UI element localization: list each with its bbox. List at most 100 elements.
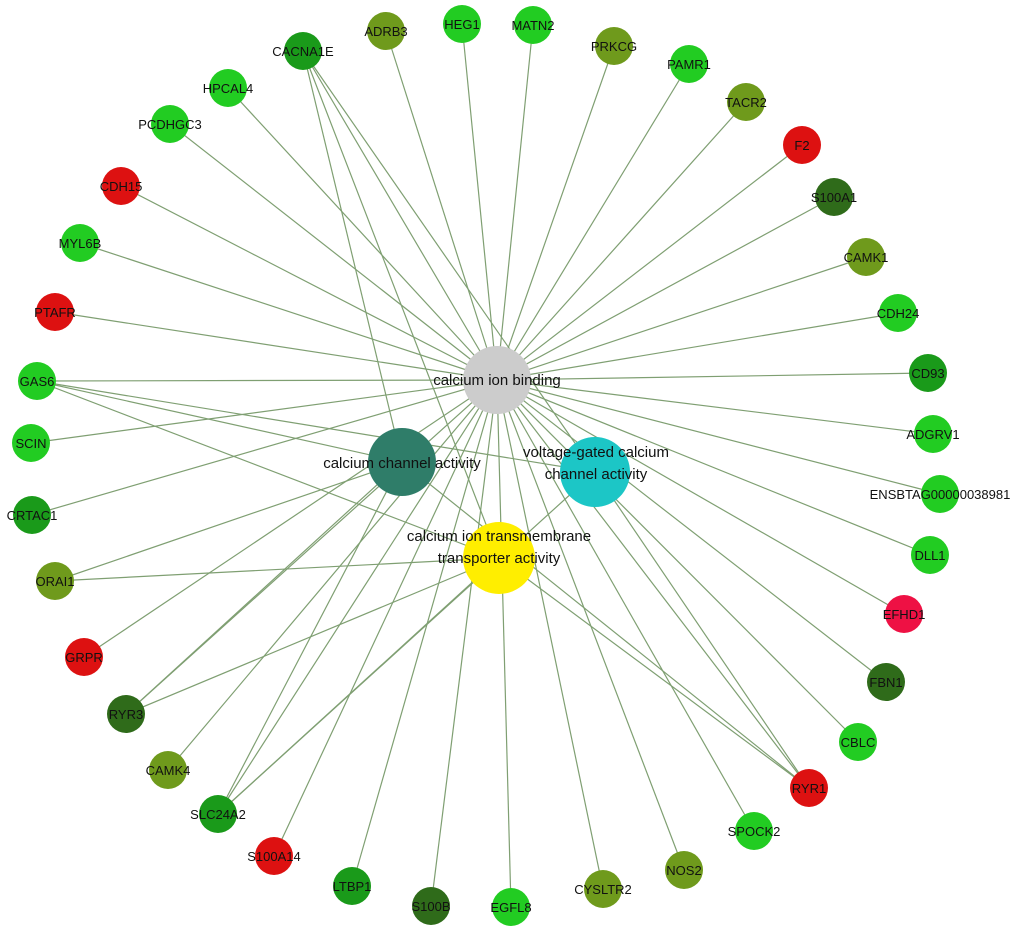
gene-node-hpcal4[interactable]: HPCAL4 bbox=[203, 69, 254, 107]
edge-camk1-binding bbox=[496, 256, 867, 381]
gene-circle bbox=[727, 83, 765, 121]
gene-node-nos2[interactable]: NOS2 bbox=[665, 851, 703, 889]
gene-label: SPOCK2 bbox=[728, 824, 781, 839]
gene-circle bbox=[65, 638, 103, 676]
hub-node-channel[interactable] bbox=[368, 428, 436, 496]
gene-circle bbox=[867, 663, 905, 701]
gene-label: CAMK4 bbox=[146, 763, 191, 778]
hub-node-transporter[interactable] bbox=[463, 522, 535, 594]
gene-node-s100a1[interactable]: S100A1 bbox=[811, 178, 857, 216]
gene-node-ryr3[interactable]: RYR3 bbox=[107, 695, 145, 733]
edge-s100a1-binding bbox=[496, 196, 835, 381]
gene-node-scin[interactable]: SCIN bbox=[12, 424, 50, 462]
gene-label: MYL6B bbox=[59, 236, 102, 251]
edge-ryr3-transporter bbox=[125, 557, 500, 715]
gene-label: S100A14 bbox=[247, 849, 301, 864]
gene-node-egfl8[interactable]: EGFL8 bbox=[490, 888, 532, 926]
gene-label: S100B bbox=[411, 899, 450, 914]
hub-label-line: voltage-gated calcium bbox=[523, 444, 669, 461]
gene-label: LTBP1 bbox=[333, 879, 372, 894]
hub-label-binding: calcium ion binding bbox=[433, 372, 561, 389]
gene-node-s100a14[interactable]: S100A14 bbox=[247, 837, 301, 875]
gene-node-adrb3[interactable]: ADRB3 bbox=[364, 12, 408, 50]
gene-circle bbox=[209, 69, 247, 107]
gene-node-gas6[interactable]: GAS6 bbox=[18, 362, 56, 400]
edge-cacna1e-vgated bbox=[302, 50, 596, 473]
gene-node-ensbtag00000038981[interactable]: ENSBTAG00000038981 bbox=[870, 475, 1011, 513]
hub-label-line: calcium ion binding bbox=[433, 372, 561, 389]
gene-node-pamr1[interactable]: PAMR1 bbox=[667, 45, 711, 83]
gene-node-efhd1[interactable]: EFHD1 bbox=[883, 595, 926, 633]
hub-node-binding[interactable] bbox=[463, 346, 531, 414]
gene-node-fbn1[interactable]: FBN1 bbox=[867, 663, 905, 701]
gene-circle bbox=[107, 695, 145, 733]
gene-label: GAS6 bbox=[20, 374, 55, 389]
gene-label: EFHD1 bbox=[883, 607, 926, 622]
gene-node-pcdhgc3[interactable]: PCDHGC3 bbox=[138, 105, 202, 143]
gene-node-myl6b[interactable]: MYL6B bbox=[59, 224, 102, 262]
gene-label: NOS2 bbox=[666, 863, 701, 878]
gene-label: PTAFR bbox=[34, 305, 76, 320]
edge-cblc-binding bbox=[496, 379, 859, 743]
gene-circle bbox=[911, 536, 949, 574]
hub-label-line: channel activity bbox=[545, 466, 648, 483]
edge-egfl8-binding bbox=[496, 379, 512, 908]
gene-circle bbox=[12, 424, 50, 462]
gene-node-prkcg[interactable]: PRKCG bbox=[591, 27, 637, 65]
gene-node-cblc[interactable]: CBLC bbox=[839, 723, 877, 761]
gene-circle bbox=[36, 293, 74, 331]
gene-label: S100A1 bbox=[811, 190, 857, 205]
edge-scin-binding bbox=[30, 379, 498, 444]
gene-label: CRTAC1 bbox=[7, 508, 58, 523]
gene-node-cdh24[interactable]: CDH24 bbox=[877, 294, 920, 332]
gene-node-tacr2[interactable]: TACR2 bbox=[725, 83, 767, 121]
gene-node-camk4[interactable]: CAMK4 bbox=[146, 751, 191, 789]
gene-node-ryr1[interactable]: RYR1 bbox=[790, 769, 828, 807]
edge-ryr1-transporter bbox=[498, 557, 810, 789]
edge-ensbtag00000038981-binding bbox=[496, 379, 941, 495]
gene-node-cysltr2[interactable]: CYSLTR2 bbox=[574, 870, 632, 908]
edge-ryr1-binding bbox=[496, 379, 810, 789]
edge-fbn1-binding bbox=[496, 379, 887, 683]
hub-label-line: calcium channel activity bbox=[323, 455, 481, 472]
gene-node-spock2[interactable]: SPOCK2 bbox=[728, 812, 781, 850]
gene-node-cdh15[interactable]: CDH15 bbox=[100, 167, 143, 205]
gene-circle bbox=[333, 867, 371, 905]
gene-circle bbox=[412, 887, 450, 925]
gene-node-ltbp1[interactable]: LTBP1 bbox=[333, 867, 372, 905]
network-edges bbox=[30, 23, 941, 908]
edge-hpcal4-binding bbox=[227, 87, 498, 381]
gene-circle bbox=[13, 496, 51, 534]
gene-node-heg1[interactable]: HEG1 bbox=[443, 5, 481, 43]
gene-node-cacna1e[interactable]: CACNA1E bbox=[272, 32, 334, 70]
gene-circle bbox=[492, 888, 530, 926]
gene-node-adgrv1[interactable]: ADGRV1 bbox=[906, 415, 960, 453]
gene-circle bbox=[584, 870, 622, 908]
gene-node-ptafr[interactable]: PTAFR bbox=[34, 293, 76, 331]
gene-label: DLL1 bbox=[914, 548, 945, 563]
gene-node-matn2[interactable]: MATN2 bbox=[511, 6, 555, 44]
edge-ryr1-vgated bbox=[594, 471, 810, 789]
gene-label: CACNA1E bbox=[272, 44, 334, 59]
gene-node-orai1[interactable]: ORAI1 bbox=[35, 562, 75, 600]
gene-label: TACR2 bbox=[725, 95, 767, 110]
edge-heg1-binding bbox=[461, 23, 498, 381]
edge-spock2-binding bbox=[496, 379, 755, 832]
gene-node-s100b[interactable]: S100B bbox=[411, 887, 451, 925]
gene-node-camk1[interactable]: CAMK1 bbox=[844, 238, 889, 276]
gene-label: RYR3 bbox=[109, 707, 143, 722]
gene-label: GRPR bbox=[65, 650, 103, 665]
gene-node-dll1[interactable]: DLL1 bbox=[911, 536, 949, 574]
edge-cysltr2-binding bbox=[496, 379, 604, 890]
gene-node-grpr[interactable]: GRPR bbox=[65, 638, 103, 676]
edge-pcdhgc3-binding bbox=[169, 123, 498, 381]
gene-node-f2[interactable]: F2 bbox=[783, 126, 821, 164]
hub-node-vgated[interactable] bbox=[560, 437, 630, 507]
gene-node-crtac1[interactable]: CRTAC1 bbox=[7, 496, 58, 534]
edge-camk4-binding bbox=[167, 379, 498, 771]
gene-node-slc24a2[interactable]: SLC24A2 bbox=[190, 795, 246, 833]
edge-prkcg-binding bbox=[496, 45, 615, 381]
edge-adrb3-binding bbox=[385, 30, 498, 381]
gene-node-cd93[interactable]: CD93 bbox=[909, 354, 947, 392]
